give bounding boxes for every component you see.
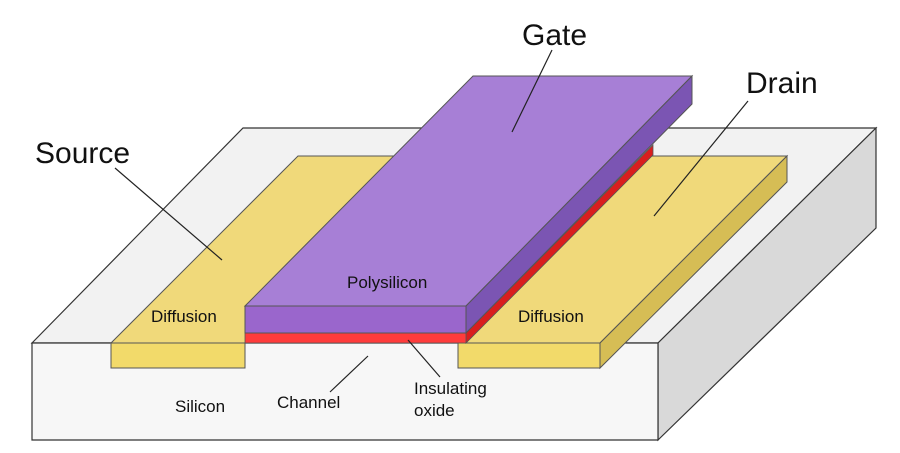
- gate-front: [244, 305, 467, 334]
- gate-label: Gate: [522, 19, 587, 52]
- drain-label: Drain: [746, 67, 818, 100]
- oxide-leader-line: [407, 339, 441, 378]
- diffusion-right-front: [457, 342, 601, 369]
- oxide-layer: [244, 144, 654, 344]
- channel-label: Channel: [277, 393, 340, 412]
- diffusion-right-region: [456, 154, 789, 370]
- insulating-label: Insulating: [414, 379, 487, 398]
- polysilicon-gate: [243, 74, 694, 335]
- source-label: Source: [35, 137, 130, 170]
- silicon-label: Silicon: [175, 397, 225, 416]
- oxide-label: oxide: [414, 401, 455, 420]
- source-leader-line: [114, 167, 223, 261]
- diffusion-left-front: [110, 342, 246, 369]
- channel-leader-line: [329, 355, 369, 393]
- gate-leader-line: [511, 49, 553, 133]
- oxide-front: [244, 332, 467, 344]
- drain-leader-line: [653, 100, 749, 217]
- polysilicon-label: Polysilicon: [347, 273, 427, 292]
- diffusion-left-label: Diffusion: [151, 307, 217, 326]
- leader-lines: [114, 49, 749, 393]
- diffusion-right-label: Diffusion: [518, 307, 584, 326]
